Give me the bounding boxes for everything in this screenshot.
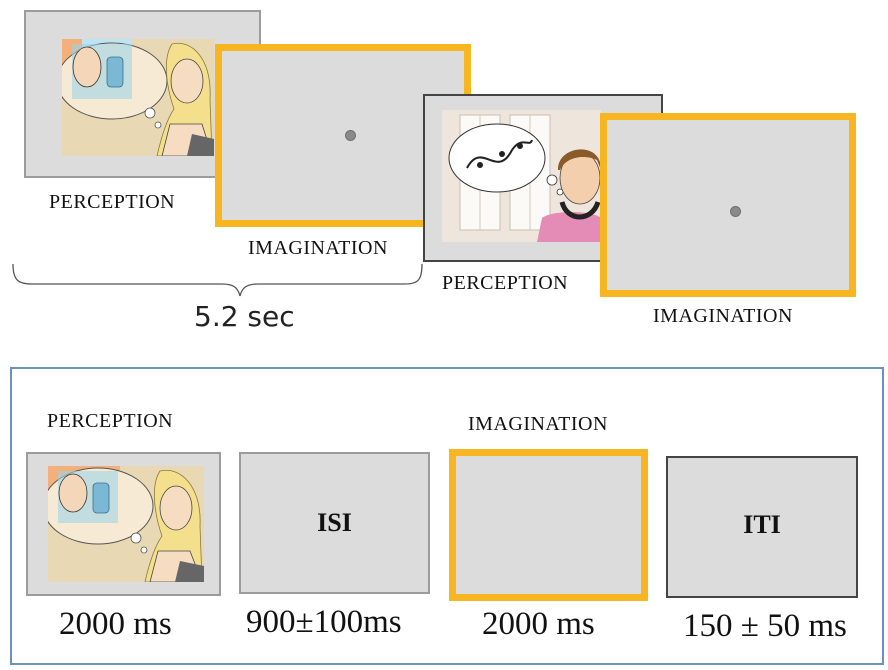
- perception-frame-1: [24, 10, 261, 178]
- timeline-perception-label: PERCEPTION: [47, 410, 174, 432]
- iti-screen: ITI: [666, 456, 858, 598]
- perfume-scene-illustration: [48, 466, 204, 582]
- perfume-scene-illustration: [62, 39, 214, 156]
- fixation-dot-icon: [730, 206, 741, 217]
- iti-duration: 150 ± 50 ms: [683, 608, 847, 644]
- trial-timeline-panel: [10, 367, 884, 665]
- timeline-imagination-label: IMAGINATION: [468, 413, 608, 435]
- curly-brace-icon: [10, 262, 425, 302]
- imagination-label-2: IMAGINATION: [653, 305, 793, 327]
- imagination-duration: 2000 ms: [482, 606, 595, 642]
- perception-label-2: PERCEPTION: [442, 272, 569, 294]
- music-scene-illustration: [442, 110, 601, 242]
- imagination-label-1: IMAGINATION: [248, 237, 388, 259]
- isi-duration: 900±100ms: [246, 604, 402, 640]
- imagination-frame-2: [600, 113, 856, 297]
- timeline-perception-screen: [26, 452, 221, 596]
- perception-label-1: PERCEPTION: [49, 191, 176, 213]
- isi-text: ISI: [317, 508, 352, 537]
- isi-screen: ISI: [239, 452, 430, 594]
- fixation-dot-icon: [345, 130, 356, 141]
- perception-duration: 2000 ms: [59, 606, 172, 642]
- iti-text: ITI: [743, 510, 781, 539]
- duration-label: 5.2 sec: [194, 300, 295, 333]
- timeline-imagination-screen: [449, 449, 648, 601]
